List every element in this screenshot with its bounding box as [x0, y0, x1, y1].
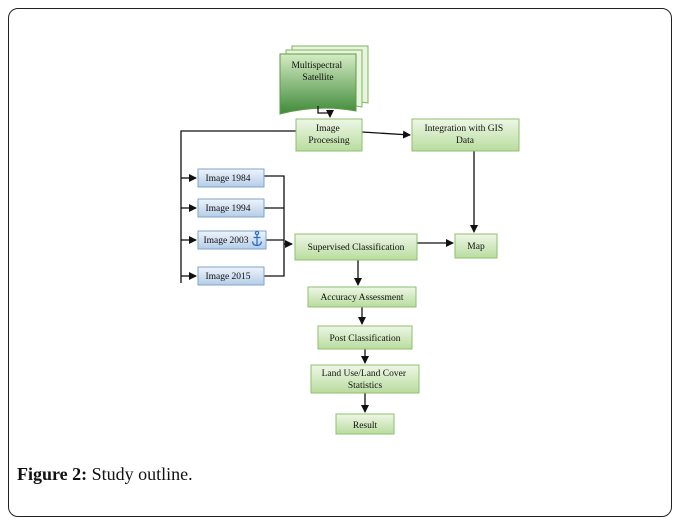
left-bracket-line: [180, 130, 296, 283]
figure-caption: Figure 2: Study outline.: [17, 464, 193, 485]
integration-gis-line-1: Integration with GIS: [424, 124, 503, 134]
arrow-processing-to-integration: [361, 130, 411, 139]
image-2015-label: Image 2015: [205, 272, 250, 282]
post-classification-label: Post Classification: [330, 333, 401, 344]
result-node: Result: [335, 413, 395, 435]
integration-gis-line-2: Data: [456, 136, 475, 146]
svg-text:Land Use/Land Cover Stat: Land Use/Land Cover Statistics: [322, 369, 409, 391]
svg-text:Image Processing: Image Processing: [308, 124, 349, 146]
figure-caption-label: Figure 2:: [17, 464, 88, 484]
satellite-line-2: Satellite: [302, 73, 333, 83]
image-1984-label: Image 1984: [205, 174, 250, 184]
map-label: Map: [467, 242, 485, 252]
figure-caption-text: Study outline.: [87, 464, 193, 484]
image-1994-label: Image 1994: [205, 204, 250, 214]
accuracy-assessment-label: Accuracy Assessment: [320, 293, 403, 303]
connectors: [180, 106, 478, 413]
image-processing-node: Image Processing: [295, 118, 363, 152]
supervised-classification-label: Supervised Classification: [308, 242, 405, 253]
image-2003-label: Image 2003: [203, 236, 248, 246]
multispectral-satellite-node: Multispectral Satellite: [279, 45, 369, 115]
land-use-line-2: Statistics: [348, 381, 383, 391]
image-2015-node: Image 2015: [197, 266, 265, 286]
image-1994-node: Image 1994: [197, 198, 265, 218]
image-2003-node: Image 2003: [197, 230, 267, 250]
satellite-line-1: Multispectral: [291, 61, 342, 71]
result-label: Result: [353, 421, 378, 431]
image-processing-line-1: Image: [316, 124, 340, 134]
anchor-icon: [251, 230, 263, 247]
multispectral-satellite-label: Multispectral Satellite: [291, 61, 344, 83]
image-processing-line-2: Processing: [308, 136, 349, 146]
land-use-statistics-node: Land Use/Land Cover Statistics: [310, 364, 420, 394]
map-node: Map: [454, 233, 498, 259]
accuracy-assessment-node: Accuracy Assessment: [307, 286, 417, 308]
land-use-line-1: Land Use/Land Cover: [322, 369, 407, 379]
svg-text:Integration with GIS Dat: Integration with GIS Data: [424, 124, 505, 146]
post-classification-node: Post Classification: [317, 325, 413, 350]
integration-gis-node: Integration with GIS Data: [411, 118, 520, 152]
right-bracket-line: [264, 175, 285, 277]
supervised-classification-node: Supervised Classification: [294, 233, 418, 261]
image-1984-node: Image 1984: [197, 168, 265, 188]
arrow-satellite-to-processing: [317, 106, 334, 118]
